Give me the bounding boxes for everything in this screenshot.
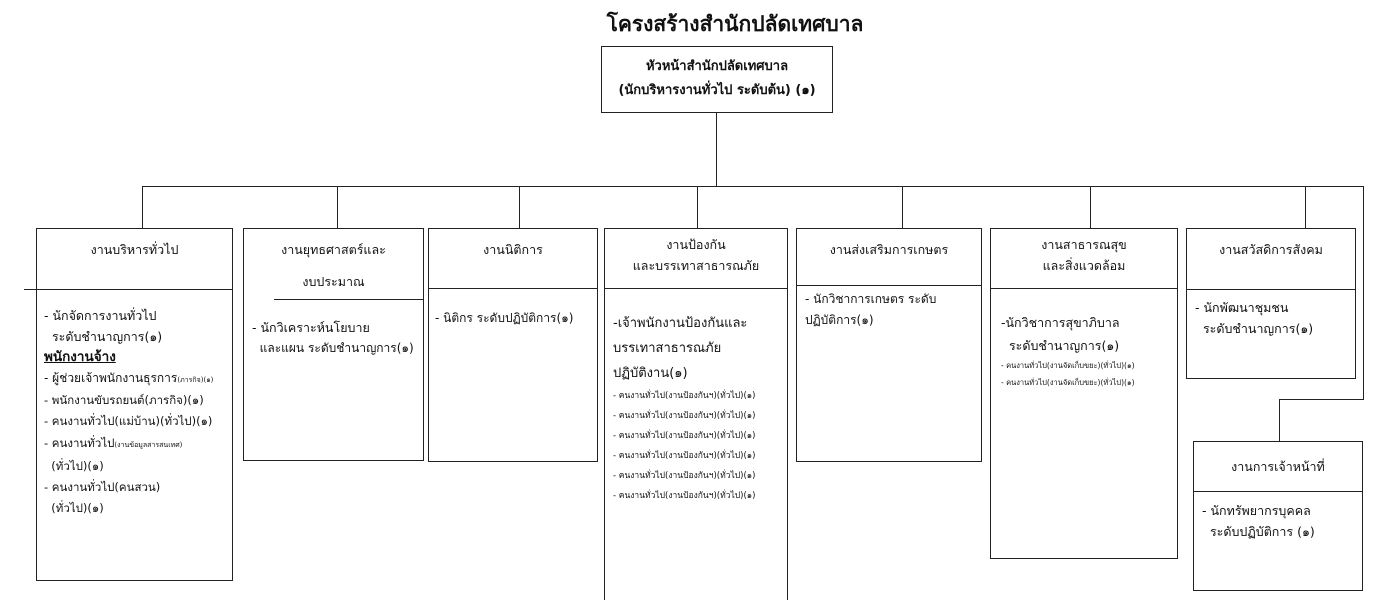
- list-item: - นักวิชาการเกษตร ระดับ: [805, 292, 937, 306]
- unit-title-strategy-1: งานยุทธศาสตร์และ: [281, 242, 386, 257]
- list-item: - คนงานทั่วไป(แม่บ้าน)(ทั่วไป)(๑): [44, 414, 213, 428]
- list-item: - คนงานทั่วไป(คนสวน): [44, 480, 161, 494]
- divider-welfare: [1187, 289, 1355, 290]
- list-item: - คนงานทั่วไป(งานป้องกันฯ)(ทั่วไป)(๑): [613, 471, 756, 481]
- unit-title-general: งานบริหารทั่วไป: [90, 242, 179, 257]
- list-item: - นิติกร ระดับปฏิบัติการ(๑): [435, 311, 574, 325]
- divider-agri: [797, 285, 981, 286]
- list-item: - คนงานทั่วไป(งานป้องกันฯ)(ทั่วไป)(๑): [613, 431, 756, 441]
- unit-box-health: งานสาธารณสุข และสิ่งแวดล้อม -นักวิชาการส…: [990, 228, 1178, 559]
- unit-title-health-1: งานสาธารณสุข: [1041, 237, 1127, 252]
- connector-disaster: [697, 186, 699, 228]
- list-item: - นักจัดการงานทั่วไป: [44, 308, 157, 323]
- unit-title-disaster-1: งานป้องกัน: [666, 237, 726, 252]
- head-box: หัวหน้าสำนักปลัดเทศบาล (นักบริหารงานทั่ว…: [601, 46, 833, 113]
- list-item-heading: พนักงานจ้าง: [44, 349, 116, 365]
- list-item: ปฏิบัติงาน(๑): [613, 366, 688, 381]
- divider-strategy: [274, 299, 423, 300]
- unit-items-strategy: - นักวิเคราะห์นโยบาย และแผน ระดับชำนาญกา…: [252, 317, 414, 359]
- list-item: ระดับชำนาญการ(๑): [1001, 338, 1120, 353]
- unit-box-disaster: งานป้องกัน และบรรเทาสาธารณภัย -เจ้าพนักง…: [604, 228, 788, 600]
- connector-agri: [902, 186, 904, 228]
- list-item: (ทั่วไป)(๑): [44, 501, 104, 515]
- list-item: - นักทรัพยากรบุคคล: [1202, 503, 1311, 518]
- list-item: ระดับชำนาญการ(๑): [44, 329, 163, 344]
- list-item: - คนงานทั่วไป(งานป้องกันฯ)(ทั่วไป)(๑): [613, 491, 756, 501]
- list-item: - คนงานทั่วไป(งานจัดเก็บขยะ)(ทั่วไป)(๑): [1001, 378, 1135, 387]
- unit-title-health-2: และสิ่งแวดล้อม: [1042, 258, 1126, 273]
- unit-items-agri: - นักวิชาการเกษตร ระดับ ปฏิบัติการ(๑): [805, 289, 936, 331]
- list-item: - ผู้ช่วยเจ้าพนักงานธุรการ(ภารกิจ)(๑): [44, 371, 214, 385]
- list-item: บรรเทาสาธารณภัย: [613, 341, 722, 356]
- connector-health: [1090, 186, 1092, 228]
- connector-right-vertical: [1363, 186, 1365, 400]
- divider-general: [24, 289, 233, 290]
- list-item: - คนงานทั่วไป(งานป้องกันฯ)(ทั่วไป)(๑): [613, 391, 756, 401]
- unit-title-disaster-2: และบรรเทาสาธารณภัย: [632, 258, 760, 273]
- divider-personnel: [1194, 491, 1362, 492]
- list-item: - พนักงานขับรถยนต์(ภารกิจ)(๑): [44, 393, 204, 407]
- connector-personnel: [1279, 399, 1281, 441]
- list-item: และแผน ระดับชำนาญการ(๑): [252, 341, 414, 355]
- unit-items-health: -นักวิชาการสุขาภิบาล ระดับชำนาญการ(๑) - …: [1001, 311, 1135, 391]
- list-item: - นักพัฒนาชุมชน: [1195, 300, 1289, 315]
- unit-box-personnel: งานการเจ้าหน้าที่ - นักทรัพยากรบุคคล ระด…: [1193, 441, 1363, 591]
- unit-title-legal: งานนิติการ: [483, 242, 543, 257]
- list-item: - คนงานทั่วไป(งานป้องกันฯ)(ทั่วไป)(๑): [613, 451, 756, 461]
- unit-box-legal: งานนิติการ - นิติกร ระดับปฏิบัติการ(๑): [428, 228, 598, 462]
- list-item: - คนงานทั่วไป(งานจัดเก็บขยะ)(ทั่วไป)(๑): [1001, 361, 1135, 370]
- list-item: - คนงานทั่วไป(งานป้องกันฯ)(ทั่วไป)(๑): [613, 411, 756, 421]
- divider-legal: [429, 288, 597, 289]
- unit-title-strategy-2: งบประมาณ: [302, 274, 365, 289]
- divider-health: [991, 288, 1177, 289]
- unit-box-strategy: งานยุทธศาสตร์และ งบประมาณ - นักวิเคราะห์…: [243, 228, 424, 461]
- unit-items-general: - นักจัดการงานทั่วไป ระดับชำนาญการ(๑) พน…: [44, 305, 213, 519]
- chart-title: โครงสร้างสำนักปลัดเทศบาล: [606, 12, 864, 36]
- list-item: - คนงานทั่วไป(งานข้อมูลสารสนเทศ): [44, 436, 183, 450]
- unit-box-general: งานบริหารทั่วไป - นักจัดการงานทั่วไป ระด…: [36, 228, 233, 581]
- connector-right-horizontal: [1279, 399, 1364, 401]
- connector-welfare: [1305, 186, 1307, 228]
- list-item: (ทั่วไป)(๑): [44, 459, 104, 473]
- connector-head-down: [716, 113, 718, 186]
- list-item: -นักวิชาการสุขาภิบาล: [1001, 315, 1120, 330]
- unit-box-welfare: งานสวัสดิการสังคม - นักพัฒนาชุมชน ระดับช…: [1186, 228, 1356, 379]
- head-subtitle: (นักบริหารงานทั่วไป ระดับต้น) (๑): [618, 83, 816, 98]
- divider-disaster: [605, 288, 787, 289]
- connector-strategy: [337, 186, 339, 228]
- unit-title-agri: งานส่งเสริมการเกษตร: [829, 242, 949, 257]
- unit-box-agri: งานส่งเสริมการเกษตร - นักวิชาการเกษตร ระ…: [796, 228, 982, 462]
- connector-general: [142, 186, 144, 228]
- list-item: ระดับชำนาญการ(๑): [1195, 321, 1314, 336]
- connector-legal: [519, 186, 521, 228]
- unit-title-welfare: งานสวัสดิการสังคม: [1219, 242, 1323, 257]
- unit-items-personnel: - นักทรัพยากรบุคคล ระดับปฏิบัติการ (๑): [1202, 500, 1315, 542]
- list-item: - นักวิเคราะห์นโยบาย: [252, 320, 370, 335]
- list-item: ปฏิบัติการ(๑): [805, 313, 874, 327]
- list-item: ระดับปฏิบัติการ (๑): [1202, 524, 1315, 539]
- unit-items-welfare: - นักพัฒนาชุมชน ระดับชำนาญการ(๑): [1195, 297, 1313, 339]
- unit-title-personnel: งานการเจ้าหน้าที่: [1231, 459, 1325, 474]
- connector-horizontal: [142, 186, 1364, 188]
- list-item: -เจ้าพนักงานป้องกันและ: [613, 316, 748, 331]
- unit-items-legal: - นิติกร ระดับปฏิบัติการ(๑): [435, 308, 573, 329]
- head-title: หัวหน้าสำนักปลัดเทศบาล: [645, 59, 789, 74]
- unit-items-disaster: -เจ้าพนักงานป้องกันและ บรรเทาสาธารณภัย ป…: [613, 311, 756, 506]
